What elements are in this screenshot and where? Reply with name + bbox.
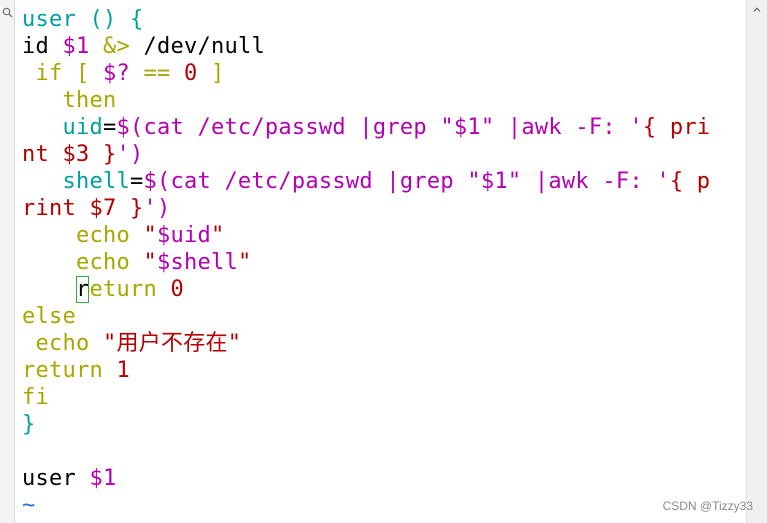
code-line[interactable]: echo "用户不存在" bbox=[22, 330, 744, 357]
code-token: $1 bbox=[480, 169, 508, 194]
code-token: = bbox=[102, 115, 117, 140]
code-line[interactable]: else bbox=[22, 303, 744, 330]
code-line[interactable]: id $1 &> /dev/null bbox=[22, 33, 744, 60]
code-token: 0 bbox=[170, 277, 184, 302]
code-token: echo bbox=[22, 223, 144, 248]
code-line[interactable]: uid=$(cat /etc/passwd |grep "$1" |awk -F… bbox=[22, 114, 744, 141]
code-token: nt $3 } bbox=[22, 142, 117, 167]
watermark-text: CSDN @Tizzy33 bbox=[662, 499, 753, 513]
code-token: ' bbox=[629, 115, 643, 140]
code-token: user () { bbox=[22, 7, 144, 32]
code-line[interactable]: return 0 bbox=[22, 276, 744, 303]
code-token: } bbox=[22, 412, 36, 437]
code-token: { p bbox=[669, 169, 711, 194]
text-cursor: r bbox=[75, 276, 90, 303]
code-token: $1 bbox=[453, 115, 481, 140]
code-token: ] bbox=[197, 61, 225, 86]
code-token: $uid bbox=[156, 223, 211, 248]
code-token: { pri bbox=[642, 115, 711, 140]
code-token: echo bbox=[22, 250, 144, 275]
code-token: = bbox=[129, 169, 144, 194]
code-token bbox=[22, 277, 76, 302]
code-token: " bbox=[237, 250, 252, 275]
code-token: id bbox=[22, 34, 63, 59]
code-token: " bbox=[210, 223, 225, 248]
code-token: == bbox=[129, 61, 184, 86]
code-token: else bbox=[22, 304, 76, 329]
code-token: " bbox=[440, 115, 454, 140]
code-token: ~ bbox=[22, 493, 36, 511]
vertical-scrollbar[interactable] bbox=[746, 0, 767, 523]
left-gutter bbox=[0, 0, 15, 523]
code-token: $1 bbox=[89, 466, 117, 491]
code-token: ') bbox=[116, 142, 144, 167]
code-token: /dev/null bbox=[143, 34, 265, 59]
code-token: " bbox=[143, 223, 157, 248]
code-line[interactable]: user () { bbox=[22, 6, 744, 33]
code-token: "用户不存在" bbox=[102, 331, 242, 356]
code-line[interactable]: if [ $? == 0 ] bbox=[22, 60, 744, 87]
code-token: $shell bbox=[156, 250, 238, 275]
code-token: " bbox=[507, 169, 522, 194]
code-token: $(cat /etc/passwd |grep bbox=[143, 169, 468, 194]
code-token: 1 bbox=[116, 358, 130, 383]
code-token: 0 bbox=[183, 61, 198, 86]
code-line[interactable]: nt $3 }') bbox=[22, 141, 744, 168]
code-line[interactable]: then bbox=[22, 87, 744, 114]
code-token: fi bbox=[22, 385, 49, 410]
code-line[interactable]: echo "$shell" bbox=[22, 249, 744, 276]
code-token: $1 bbox=[62, 34, 90, 59]
code-line[interactable]: } bbox=[22, 411, 744, 438]
code-token: &> bbox=[89, 34, 144, 59]
search-icon[interactable] bbox=[0, 2, 14, 22]
code-token: ') bbox=[143, 196, 171, 221]
code-token: uid bbox=[22, 115, 103, 140]
code-line[interactable]: echo "$uid" bbox=[22, 222, 744, 249]
code-token: then bbox=[22, 88, 117, 113]
code-token: " bbox=[480, 115, 495, 140]
code-line[interactable]: return 1 bbox=[22, 357, 744, 384]
code-token: return bbox=[22, 358, 117, 383]
code-token: " bbox=[467, 169, 481, 194]
code-token: eturn bbox=[89, 277, 171, 302]
code-line[interactable]: fi bbox=[22, 384, 744, 411]
code-token: user bbox=[22, 466, 90, 491]
code-token: $(cat /etc/passwd |grep bbox=[116, 115, 441, 140]
code-line[interactable] bbox=[22, 438, 744, 465]
code-token: |awk -F: bbox=[494, 115, 630, 140]
code-token: shell bbox=[22, 169, 130, 194]
code-token: rint $7 } bbox=[22, 196, 144, 221]
code-line[interactable]: ~ bbox=[22, 492, 744, 511]
code-line[interactable]: rint $7 }') bbox=[22, 195, 744, 222]
arrow-up-icon[interactable] bbox=[747, 0, 767, 20]
code-token: echo bbox=[22, 331, 103, 356]
code-token: ' bbox=[656, 169, 670, 194]
scroll-track[interactable] bbox=[747, 20, 767, 503]
code-token: $? bbox=[102, 61, 130, 86]
code-line[interactable]: user $1 bbox=[22, 465, 744, 492]
code-line[interactable]: shell=$(cat /etc/passwd |grep "$1" |awk … bbox=[22, 168, 744, 195]
code-token: |awk -F: bbox=[521, 169, 657, 194]
code-token: " bbox=[143, 250, 157, 275]
code-token: if [ bbox=[22, 61, 103, 86]
code-editor[interactable]: user () {id $1 &> /dev/null if [ $? == 0… bbox=[22, 6, 744, 511]
